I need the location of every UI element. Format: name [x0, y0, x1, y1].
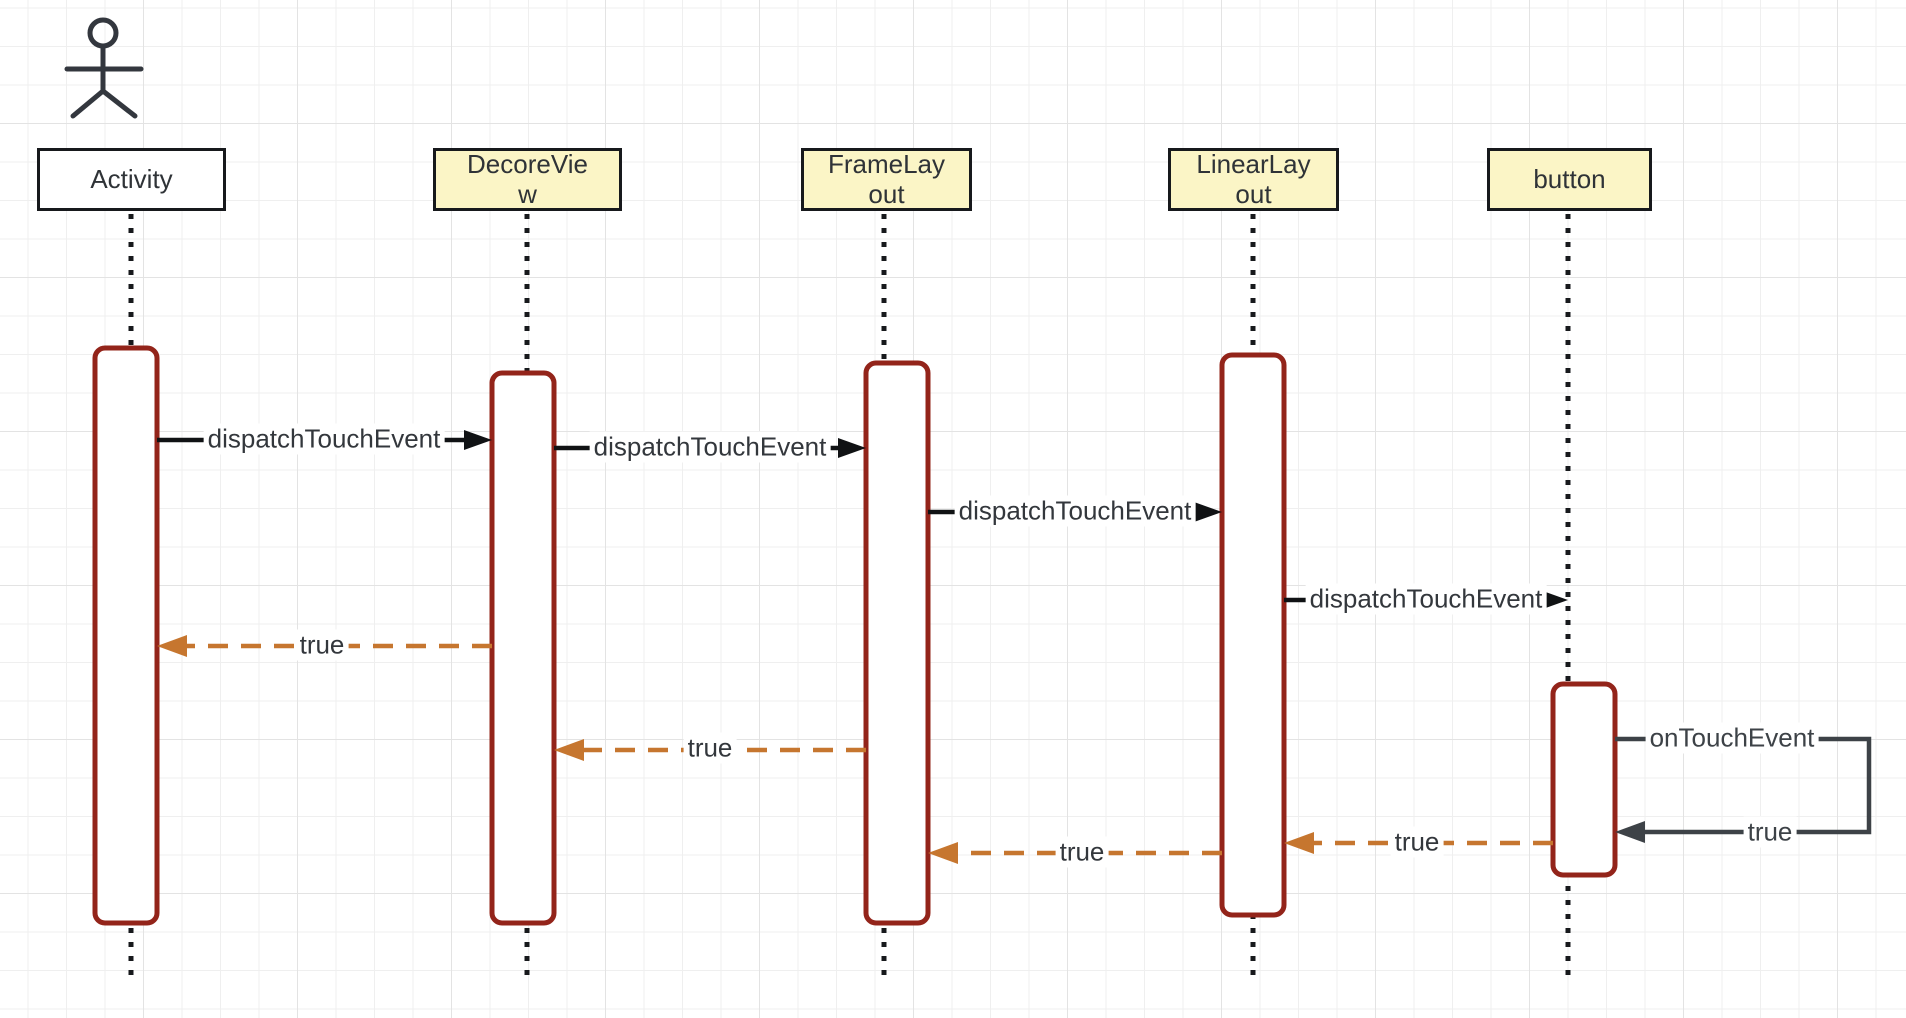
arrow-true-to-linearlayout [1284, 832, 1553, 854]
message-label-dispatchtouchevent-1: dispatchTouchEvent [203, 423, 445, 455]
message-label-dispatchtouchevent-3: dispatchTouchEvent [954, 495, 1196, 527]
message-label-true-to-decoreview: true [683, 732, 737, 764]
message-label-true-self: true [1743, 816, 1797, 848]
lifeline-head-button: button [1487, 148, 1652, 211]
actor-icon [64, 17, 144, 119]
message-label-true-to-linearlayout: true [1390, 826, 1444, 858]
lifeline-head-framelayout: FrameLay out [801, 148, 972, 211]
lifeline-head-activity: Activity [37, 148, 226, 211]
activation-bar-linearlayout [1219, 352, 1287, 918]
message-label-true-to-activity: true [295, 629, 349, 661]
message-label-dispatchtouchevent-2: dispatchTouchEvent [589, 431, 831, 463]
activation-bar-decoreview [489, 370, 557, 926]
lifeline-head-linearlayout: LinearLay out [1168, 148, 1339, 211]
message-label-true-to-framelayout: true [1055, 836, 1109, 868]
arrow-true-to-activity [157, 635, 492, 657]
message-label-ontouchevent: onTouchEvent [1645, 722, 1819, 754]
activation-bar-framelayout [863, 360, 931, 926]
arrow-ontouchevent-self [1615, 736, 1872, 843]
activation-bar-button [1550, 681, 1618, 878]
lifeline-head-decoreview: DecoreVie w [433, 148, 622, 211]
activation-bar-activity [92, 345, 160, 926]
message-label-dispatchtouchevent-4: dispatchTouchEvent [1305, 583, 1547, 615]
